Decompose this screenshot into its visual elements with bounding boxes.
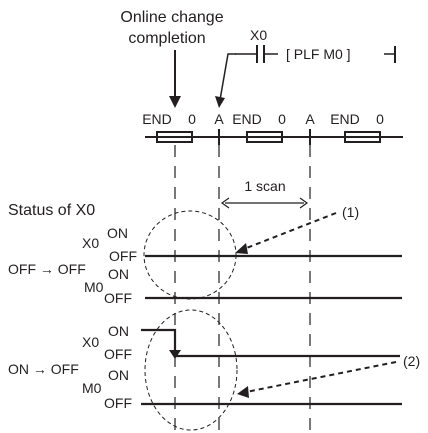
scan-label-end-1: END xyxy=(142,111,172,127)
case1-highlight-circle xyxy=(143,210,237,300)
ladder-pointer-line xyxy=(219,53,236,101)
case2-pointer-head xyxy=(237,386,249,398)
case1-x0-label: X0 xyxy=(82,235,99,251)
scan-label-0-2: 0 xyxy=(278,111,286,127)
case2-x0-label: X0 xyxy=(82,334,99,350)
case2-m0-off: OFF xyxy=(104,395,132,411)
callout-line-1: Online change xyxy=(120,9,223,26)
end-processing-block-2 xyxy=(246,131,283,143)
case2-transition: ON → OFF xyxy=(8,361,79,377)
scan-label-0-3: 0 xyxy=(376,111,384,127)
case2-x0-signal xyxy=(141,328,400,358)
case1-m0-label: M0 xyxy=(84,279,104,295)
case2-pointer-line xyxy=(245,361,397,393)
case2-x0-on: ON xyxy=(108,323,129,339)
one-scan-label: 1 scan xyxy=(244,178,285,194)
end-processing-block-1 xyxy=(156,131,193,143)
status-title: Status of X0 xyxy=(8,202,95,219)
callout-line-2: completion xyxy=(128,30,205,47)
case1-m0-on: ON xyxy=(108,266,129,282)
scan-label-0-1: 0 xyxy=(188,111,196,127)
scan-label-end-2: END xyxy=(232,111,262,127)
plf-instruction: [ PLF M0 ] xyxy=(286,46,351,62)
scan-label-a-1: A xyxy=(214,111,224,127)
ladder-pointer-head xyxy=(215,96,225,108)
case1-pointer-head xyxy=(235,243,248,254)
case2-x0-off: OFF xyxy=(104,346,132,362)
case2-falling-edge-arrow xyxy=(169,350,181,359)
case1-pointer-line xyxy=(243,212,337,250)
case1-transition: OFF → OFF xyxy=(8,261,86,277)
case2-m0-on: ON xyxy=(108,367,129,383)
case1-x0-on: ON xyxy=(107,225,128,241)
callout-arrow-head xyxy=(169,96,181,108)
scan-label-end-3: END xyxy=(330,111,360,127)
case2-highlight-circle xyxy=(144,309,238,431)
one-scan-arrow-right xyxy=(299,197,309,209)
one-scan-arrow-left xyxy=(220,197,230,209)
case2-marker: (2) xyxy=(403,353,420,369)
case2-m0-label: M0 xyxy=(82,380,102,396)
case1-marker: (1) xyxy=(342,204,359,220)
contact-label-x0: X0 xyxy=(250,27,267,43)
end-processing-block-3 xyxy=(344,131,381,143)
scan-label-a-2: A xyxy=(305,111,315,127)
case1-m0-off: OFF xyxy=(104,290,132,306)
case1-x0-off: OFF xyxy=(109,248,137,264)
